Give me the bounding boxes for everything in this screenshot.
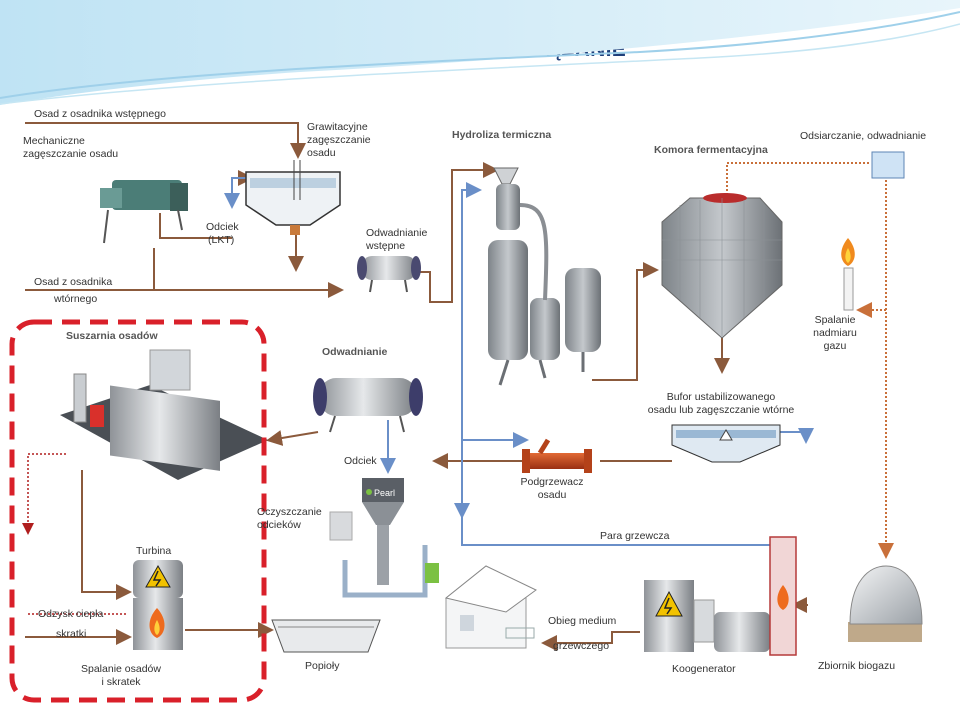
label-flare-1: Spalanie [814, 314, 856, 326]
label-buffer-1: Bufor ustabilizowanego [666, 391, 776, 403]
sludge-lines [25, 122, 808, 651]
label-desulphurisation: Odsiarczanie, odwadnianie [800, 130, 927, 142]
ash-container [271, 619, 381, 653]
label-steam: Para grzewcza [600, 530, 670, 542]
label-fermentation-chamber: Komora fermentacyjna [654, 144, 768, 156]
label-gravity-2: zagęszczanie [307, 134, 371, 146]
thermal-hydrolysis-unit [488, 167, 601, 386]
label-biogas-tank: Zbiornik biogazu [818, 660, 896, 672]
mechanical-thickener [100, 180, 188, 244]
cogenerator [644, 580, 770, 652]
heat-recovery-line [22, 453, 128, 615]
gas-lines [726, 162, 894, 559]
exhaust-chimney [769, 536, 797, 656]
label-ash: Popioły [305, 660, 340, 672]
gas-flare [841, 238, 855, 311]
biogas-tank [848, 565, 923, 642]
label-cogenerator: Koogenerator [672, 663, 736, 675]
label-sludge-secondary-2: wtórnego [54, 293, 98, 305]
label-dryer: Suszarnia osadów [66, 330, 158, 342]
label-mech-thickening-2: zagęszczanie osadu [23, 148, 119, 160]
label-turbine: Turbina [136, 545, 172, 557]
label-heater-2: osadu [537, 489, 567, 501]
desulphurisation-unit [871, 151, 905, 179]
label-leachate-treatment-1: Oczyszczanie [257, 506, 322, 518]
label-screenings: skratki [56, 628, 87, 640]
label-gravity-3: osadu [307, 147, 336, 159]
label-pearl: Pearl [374, 488, 396, 498]
label-buffer-2: osadu lub zagęszczanie wtórne [647, 404, 795, 416]
label-incineration-2: i skratek [101, 676, 141, 688]
dewatering-centrifuge [313, 378, 423, 433]
dryer-highlight-frame [9, 319, 267, 703]
pearl-reactor [329, 478, 439, 598]
gravity-thickener [245, 160, 341, 235]
pre-dewatering-centrifuge [357, 256, 421, 293]
label-flare-3: gazu [823, 340, 847, 352]
header-swoosh [0, 0, 960, 105]
sludge-heater [522, 438, 592, 473]
label-mech-thickening-1: Mechaniczne [23, 135, 85, 147]
label-pre-dewatering-1: Odwadnianie [366, 227, 428, 239]
water-lines [224, 177, 814, 546]
label-leachate-treatment-2: odcieków [257, 519, 301, 531]
label-heating-medium-1: Obieg medium [548, 615, 617, 627]
turbine-incinerator [133, 560, 183, 650]
label-incineration-1: Spalanie osadów [81, 663, 161, 675]
label-heating-medium-2: grzewczego [553, 640, 610, 652]
label-heat-recovery: Odzysk ciepła [38, 608, 104, 620]
label-flare-2: nadmiaru [813, 327, 857, 339]
label-sludge-secondary-1: Osad z osadnika [34, 276, 113, 288]
label-dewatering: Odwadnianie [322, 346, 388, 358]
label-pre-dewatering-2: wstępne [366, 240, 406, 252]
label-heater-1: Podgrzewacz [520, 476, 584, 488]
label-sludge-primary: Osad z osadnika wstępnego [34, 108, 166, 120]
label-leachate-lkt-2: (LKT) [208, 234, 235, 246]
label-thermal-hydrolysis: Hydroliza termiczna [452, 129, 552, 141]
sludge-dryer [60, 349, 268, 480]
label-gravity-1: Grawitacyjne [307, 121, 368, 133]
label-leachate: Odciek [344, 455, 377, 467]
house [444, 565, 537, 649]
fermentation-chamber [661, 193, 783, 339]
label-leachate-lkt-1: Odciek [206, 221, 239, 233]
buffer-tank [671, 424, 781, 463]
